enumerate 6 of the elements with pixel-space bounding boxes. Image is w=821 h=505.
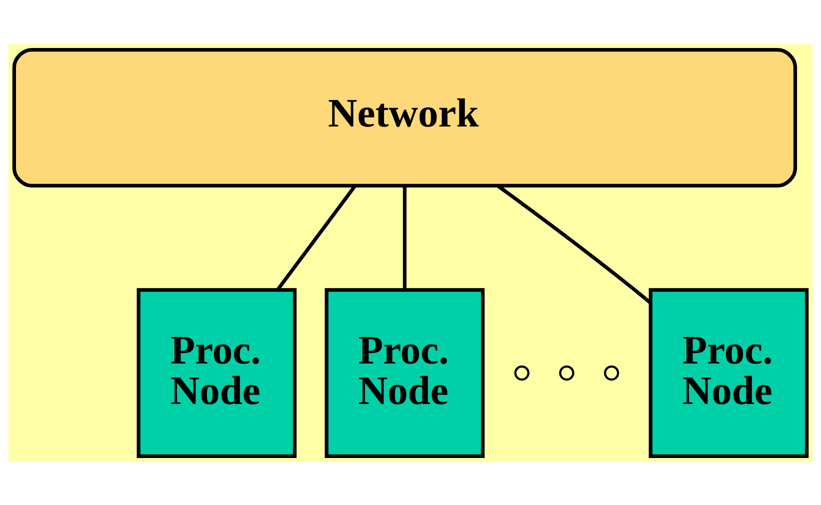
node-box: Proc. Node [648, 288, 809, 458]
node-box: Network [12, 47, 798, 188]
connector [276, 184, 356, 290]
node-box: Proc. Node [324, 288, 485, 458]
connector [402, 186, 407, 289]
node-box: Proc. Node [136, 288, 297, 458]
